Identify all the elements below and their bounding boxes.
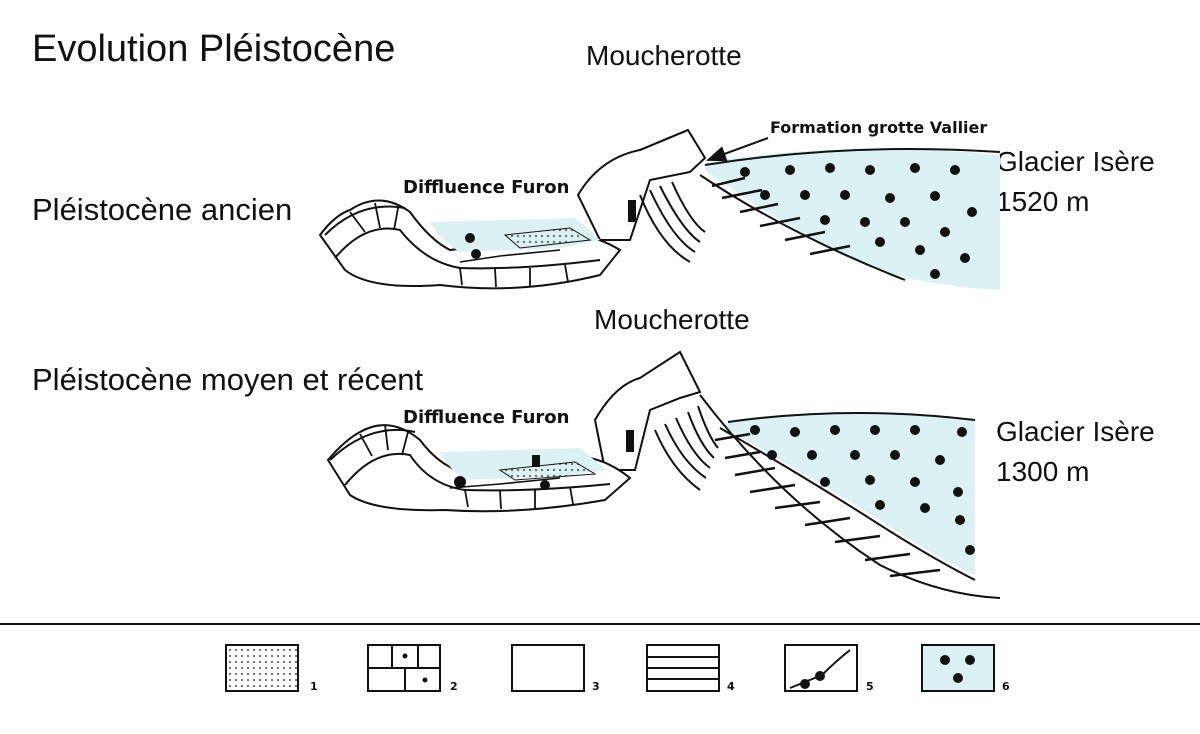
legend-number-6: 6	[1002, 680, 1010, 693]
legend-swatch-5	[784, 644, 858, 692]
glacier-ice-top	[705, 148, 1000, 290]
peak-label-bottom: Moucherotte	[594, 304, 750, 335]
glacier-label-bottom: Glacier Isère 1300 m	[996, 412, 1155, 492]
glacier-altitude-bottom: 1300 m	[996, 456, 1090, 487]
legend-number-2: 2	[450, 680, 458, 693]
legend-swatch-3	[511, 644, 585, 692]
alluvium-bottom	[498, 461, 597, 481]
glacier-ice-bottom	[728, 412, 975, 575]
glacier-blocks-bottom	[750, 425, 975, 555]
legend-number-1: 1	[310, 680, 318, 693]
moucherotte-block-bottom	[593, 350, 702, 471]
period-label-ancien: Pléistocène ancien	[32, 192, 293, 227]
cave-formation-label: Formation grotte Vallier	[770, 118, 988, 137]
legend-swatch-2	[367, 644, 441, 692]
period-label-moyen: Pléistocène moyen et récent	[32, 362, 424, 397]
annotation-arrow	[706, 137, 769, 162]
section-top	[318, 128, 1001, 290]
diagram-title: Evolution Pléistocène	[32, 28, 396, 70]
section-bottom	[326, 350, 1001, 599]
legend-swatch-6	[921, 644, 995, 692]
moucherotte-block-top	[576, 128, 707, 241]
diffluence-label-bottom: Diffluence Furon	[403, 407, 570, 428]
legend-number-5: 5	[866, 680, 874, 693]
glacier-name-bottom: Glacier Isère	[996, 416, 1155, 447]
legend-number-4: 4	[727, 680, 735, 693]
glacier-label-top: Glacier Isère 1520 m	[996, 142, 1155, 222]
legend-swatch-4	[646, 644, 720, 692]
glacier-altitude-top: 1520 m	[996, 186, 1090, 217]
legend-number-3: 3	[592, 680, 600, 693]
peak-label-top: Moucherotte	[586, 40, 742, 71]
legend	[225, 644, 995, 692]
glacier-blocks-top	[740, 163, 977, 279]
diffluence-label-top: Diffluence Furon	[403, 177, 570, 198]
alluvium-top	[503, 227, 592, 249]
glacier-name-top: Glacier Isère	[996, 146, 1155, 177]
legend-swatch-1	[225, 644, 299, 692]
